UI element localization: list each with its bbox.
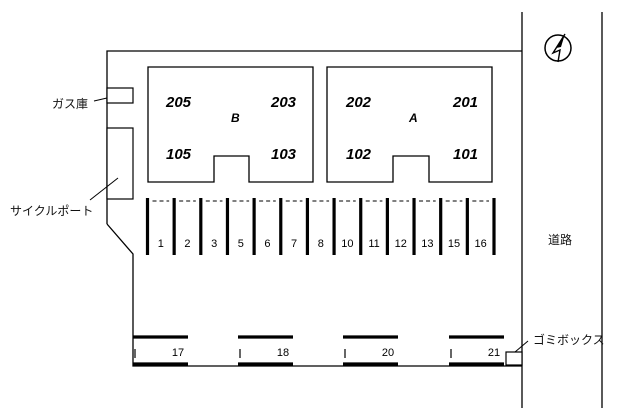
gas-storage-box: [106, 87, 134, 104]
parking-number: 21: [488, 347, 500, 359]
parking-space-18: 18: [238, 335, 293, 366]
parking-space-2: 2: [184, 238, 190, 250]
site-boundary-bottom: [106, 223, 522, 367]
room-203: 203: [270, 94, 297, 111]
garbage-box: [505, 351, 523, 366]
parking-number: 20: [382, 347, 394, 359]
bicycle-port-box: [106, 127, 134, 200]
north-arrow-icon: [544, 33, 572, 63]
gas-storage-leader: [93, 97, 108, 102]
building-b-name: B: [231, 111, 240, 125]
parking-space-12: 12: [395, 238, 407, 250]
parking-space-7: 7: [291, 238, 297, 250]
bicycle-port-leader: [89, 177, 119, 201]
road-label: 道路: [548, 232, 572, 247]
room-105: 105: [166, 146, 192, 163]
room-102: 102: [346, 146, 372, 163]
room-201: 201: [452, 94, 478, 111]
parking-space-6: 6: [264, 238, 270, 250]
parking-space-1: 1: [158, 238, 164, 250]
room-205: 205: [165, 94, 192, 111]
parking-space-11: 11: [368, 238, 379, 250]
parking-space-21: 21: [449, 335, 504, 366]
room-202: 202: [345, 94, 372, 111]
garbage-box-label: ゴミボックス: [533, 332, 605, 347]
gas-storage-label: ガス庫: [52, 97, 88, 111]
parking-space-15: 15: [448, 238, 460, 250]
parking-space-3: 3: [211, 238, 217, 250]
parking-number: 18: [277, 347, 289, 359]
building-b-outline: [147, 66, 314, 183]
bicycle-port-label: サイクルポート: [10, 204, 93, 218]
parking-space-5: 5: [238, 238, 244, 250]
parking-lower-row: 17 18 20 21: [133, 335, 504, 366]
parking-space-13: 13: [421, 238, 433, 250]
parking-space-20: 20: [343, 335, 398, 366]
building-a-outline: [326, 66, 493, 183]
parking-space-16: 16: [475, 238, 487, 250]
parking-space-8: 8: [318, 238, 324, 250]
building-a: 202 201 102 101 A: [326, 66, 493, 183]
garbage-box-leader: [514, 340, 529, 353]
parking-space-17: 17: [133, 335, 188, 366]
building-b: 205 203 105 103 B: [147, 66, 314, 183]
building-a-name: A: [408, 111, 418, 125]
parking-number: 17: [172, 347, 184, 359]
room-103: 103: [271, 146, 297, 163]
room-101: 101: [453, 146, 478, 163]
parking-space-10: 10: [341, 238, 353, 250]
